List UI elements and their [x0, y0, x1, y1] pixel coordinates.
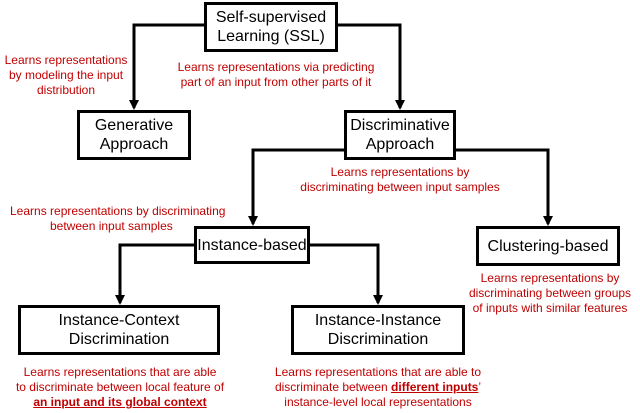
node-instance-context-line2: Discrimination	[68, 331, 170, 348]
note-instance-context-line2: to discriminate between local feature of	[15, 380, 225, 394]
note-instance-instance-line1: Learns representations that are able to	[274, 365, 482, 379]
node-discriminative-line2: Approach	[365, 136, 435, 153]
note-generative-line2: by modeling the input	[8, 68, 124, 82]
node-instance-instance-line1: Instance-Instance	[314, 312, 442, 329]
node-instance-instance-line2: Discrimination	[327, 331, 429, 348]
node-ssl: Self-supervised Learning (SSL)	[204, 2, 338, 52]
node-generative: Generative Approach	[77, 110, 191, 160]
edge-discriminative-instance	[248, 148, 345, 226]
note-instance-based-line2: between input samples	[50, 219, 173, 233]
edge-instance-instance	[310, 243, 383, 305]
node-discriminative-line1: Discriminative	[350, 117, 450, 134]
node-instance-based-label: Instance-based	[197, 236, 307, 254]
edge-ssl-discriminative	[338, 23, 405, 110]
node-clustering-based-label: Clustering-based	[487, 237, 609, 255]
node-ssl-line2: Learning (SSL)	[217, 28, 325, 45]
note-instance-instance-line2-bold: different inputs	[391, 380, 479, 394]
note-instance-context-line1: Learns representations that are able	[23, 365, 217, 379]
note-instance-based-line1: Learns representations by discriminating	[10, 204, 226, 218]
note-generative: Learns representations by modeling the i…	[0, 53, 132, 98]
note-clustering-based: Learns representations by discriminating…	[460, 271, 640, 316]
note-instance-instance-line2-post: ’	[478, 380, 482, 394]
note-discriminative-line1: Learns representations via predicting	[177, 60, 375, 74]
edge-ssl-generative	[129, 23, 205, 110]
note-discriminating-samples-line1: Learns representations by	[330, 165, 470, 179]
note-generative-line3: distribution	[36, 83, 96, 97]
note-discriminating-samples-line2: discriminating between input samples	[300, 180, 500, 194]
note-discriminative-line2: part of an input from other parts of it	[180, 75, 372, 89]
node-instance-context: Instance-Context Discrimination	[18, 305, 220, 355]
note-instance-instance-line3: instance-level local representations	[284, 395, 472, 409]
note-instance-context: Learns representations that are able to …	[0, 365, 240, 410]
note-instance-instance: Learns representations that are able to …	[262, 365, 494, 410]
note-clustering-based-line1: Learns representations by	[480, 271, 620, 285]
note-generative-line1: Learns representations	[4, 53, 128, 67]
note-discriminating-samples: Learns representations by discriminating…	[282, 165, 518, 195]
node-generative-line1: Generative	[94, 117, 174, 134]
node-instance-based: Instance-based	[194, 226, 310, 264]
node-discriminative: Discriminative Approach	[344, 110, 456, 160]
note-discriminative: Learns representations via predicting pa…	[158, 60, 394, 90]
note-instance-instance-line2-pre: discriminate between	[274, 380, 392, 394]
node-generative-line2: Approach	[99, 136, 169, 153]
note-instance-based: Learns representations by discriminating…	[10, 204, 250, 234]
node-ssl-line1: Self-supervised	[215, 9, 327, 26]
note-clustering-based-line2: discriminating between groups	[468, 286, 632, 300]
node-instance-instance: Instance-Instance Discrimination	[291, 305, 465, 355]
node-instance-context-line1: Instance-Context	[58, 312, 180, 329]
edge-discriminative-clustering	[455, 148, 553, 226]
note-instance-context-line3: an input and its global context	[33, 395, 207, 409]
node-clustering-based: Clustering-based	[476, 226, 620, 266]
edge-instance-context	[115, 243, 195, 305]
note-clustering-based-line3: of inputs with similar features	[472, 301, 628, 315]
